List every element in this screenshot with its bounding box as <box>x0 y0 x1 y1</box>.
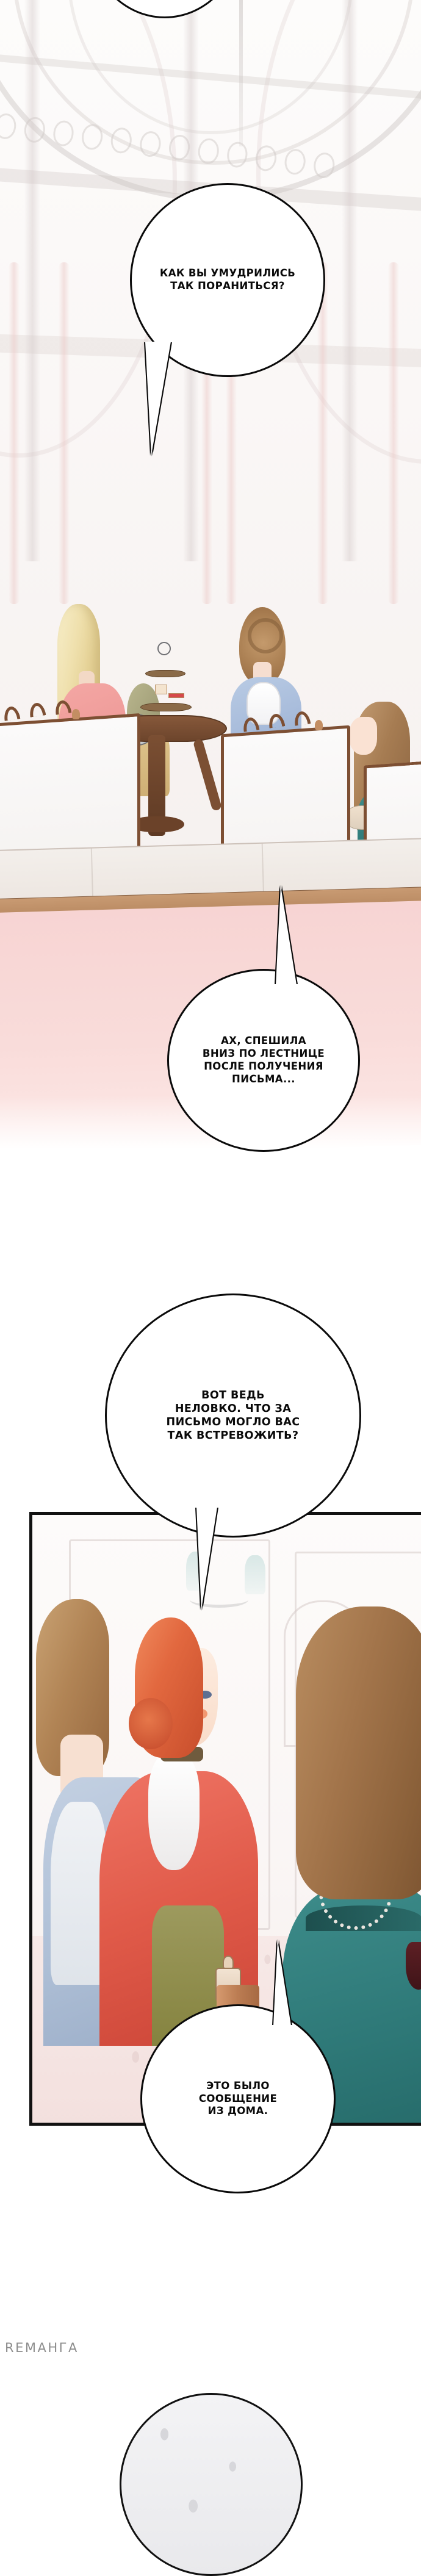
character-red-haired-lady-bun <box>129 1698 173 1749</box>
cake <box>168 693 184 698</box>
tea-stand-tier <box>140 703 192 711</box>
character-brown-updo-lady-lace <box>51 1802 107 1985</box>
pilaster <box>24 0 40 561</box>
speech-bubble-2-tail <box>276 886 297 985</box>
speech-bubble-4-text: ЭТО БЫЛО СООБЩЕНИЕ ИЗ ДОМА. <box>198 2079 278 2117</box>
panel-1 <box>0 0 421 1150</box>
chair-finial <box>315 720 323 730</box>
sconce-bracket <box>190 1592 248 1608</box>
curtain <box>9 262 20 604</box>
speech-bubble-1-text: КАК ВЫ УМУДРИЛИСЬ ТАК ПОРАНИТЬСЯ? <box>159 267 296 292</box>
pilaster <box>342 0 358 561</box>
speech-bubble-3: ВОТ ВЕДЬ НЕЛОВКО. ЧТО ЗА ПИСЬМО МОГЛО ВА… <box>105 1293 361 1538</box>
site-watermark: REMAHГA <box>5 2340 79 2355</box>
lantern-cap <box>223 1955 234 1969</box>
speech-bubble-3-tail <box>196 1507 217 1610</box>
curtain <box>317 262 328 604</box>
cake <box>155 685 167 694</box>
curtain <box>388 262 399 604</box>
character-brown-updo-lady-collar <box>246 682 281 725</box>
panel-2 <box>29 1512 421 2126</box>
character-teal-dress-lady-face <box>349 717 377 755</box>
speech-bubble-1-tail <box>145 342 171 455</box>
next-panel-partial-circle <box>120 2393 303 2576</box>
chair-finial <box>72 709 80 719</box>
wall-sconce <box>245 1555 265 1594</box>
tea-stand-tier <box>145 670 185 677</box>
curtain <box>59 262 70 604</box>
speech-bubble-2-text: АХ, СПЕШИЛА ВНИЗ ПО ЛЕСТНИЦЕ ПОСЛЕ ПОЛУЧ… <box>202 1035 325 1085</box>
character-red-haired-lady-cravat <box>148 1754 200 1870</box>
speech-bubble-2: АХ, СПЕШИЛА ВНИЗ ПО ЛЕСТНИЦЕ ПОСЛЕ ПОЛУЧ… <box>167 969 360 1152</box>
speech-bubble-4: ЭТО БЫЛО СООБЩЕНИЕ ИЗ ДОМА. <box>140 2004 336 2193</box>
tea-stand-topper <box>157 642 171 655</box>
speech-bubble-3-text: ВОТ ВЕДЬ НЕЛОВКО. ЧТО ЗА ПИСЬМО МОГЛО ВА… <box>166 1389 300 1442</box>
speech-bubble-4-tail <box>273 1940 291 2026</box>
character-teal-dress-lady-hair <box>296 1606 421 1899</box>
chandelier-chain <box>239 0 243 146</box>
